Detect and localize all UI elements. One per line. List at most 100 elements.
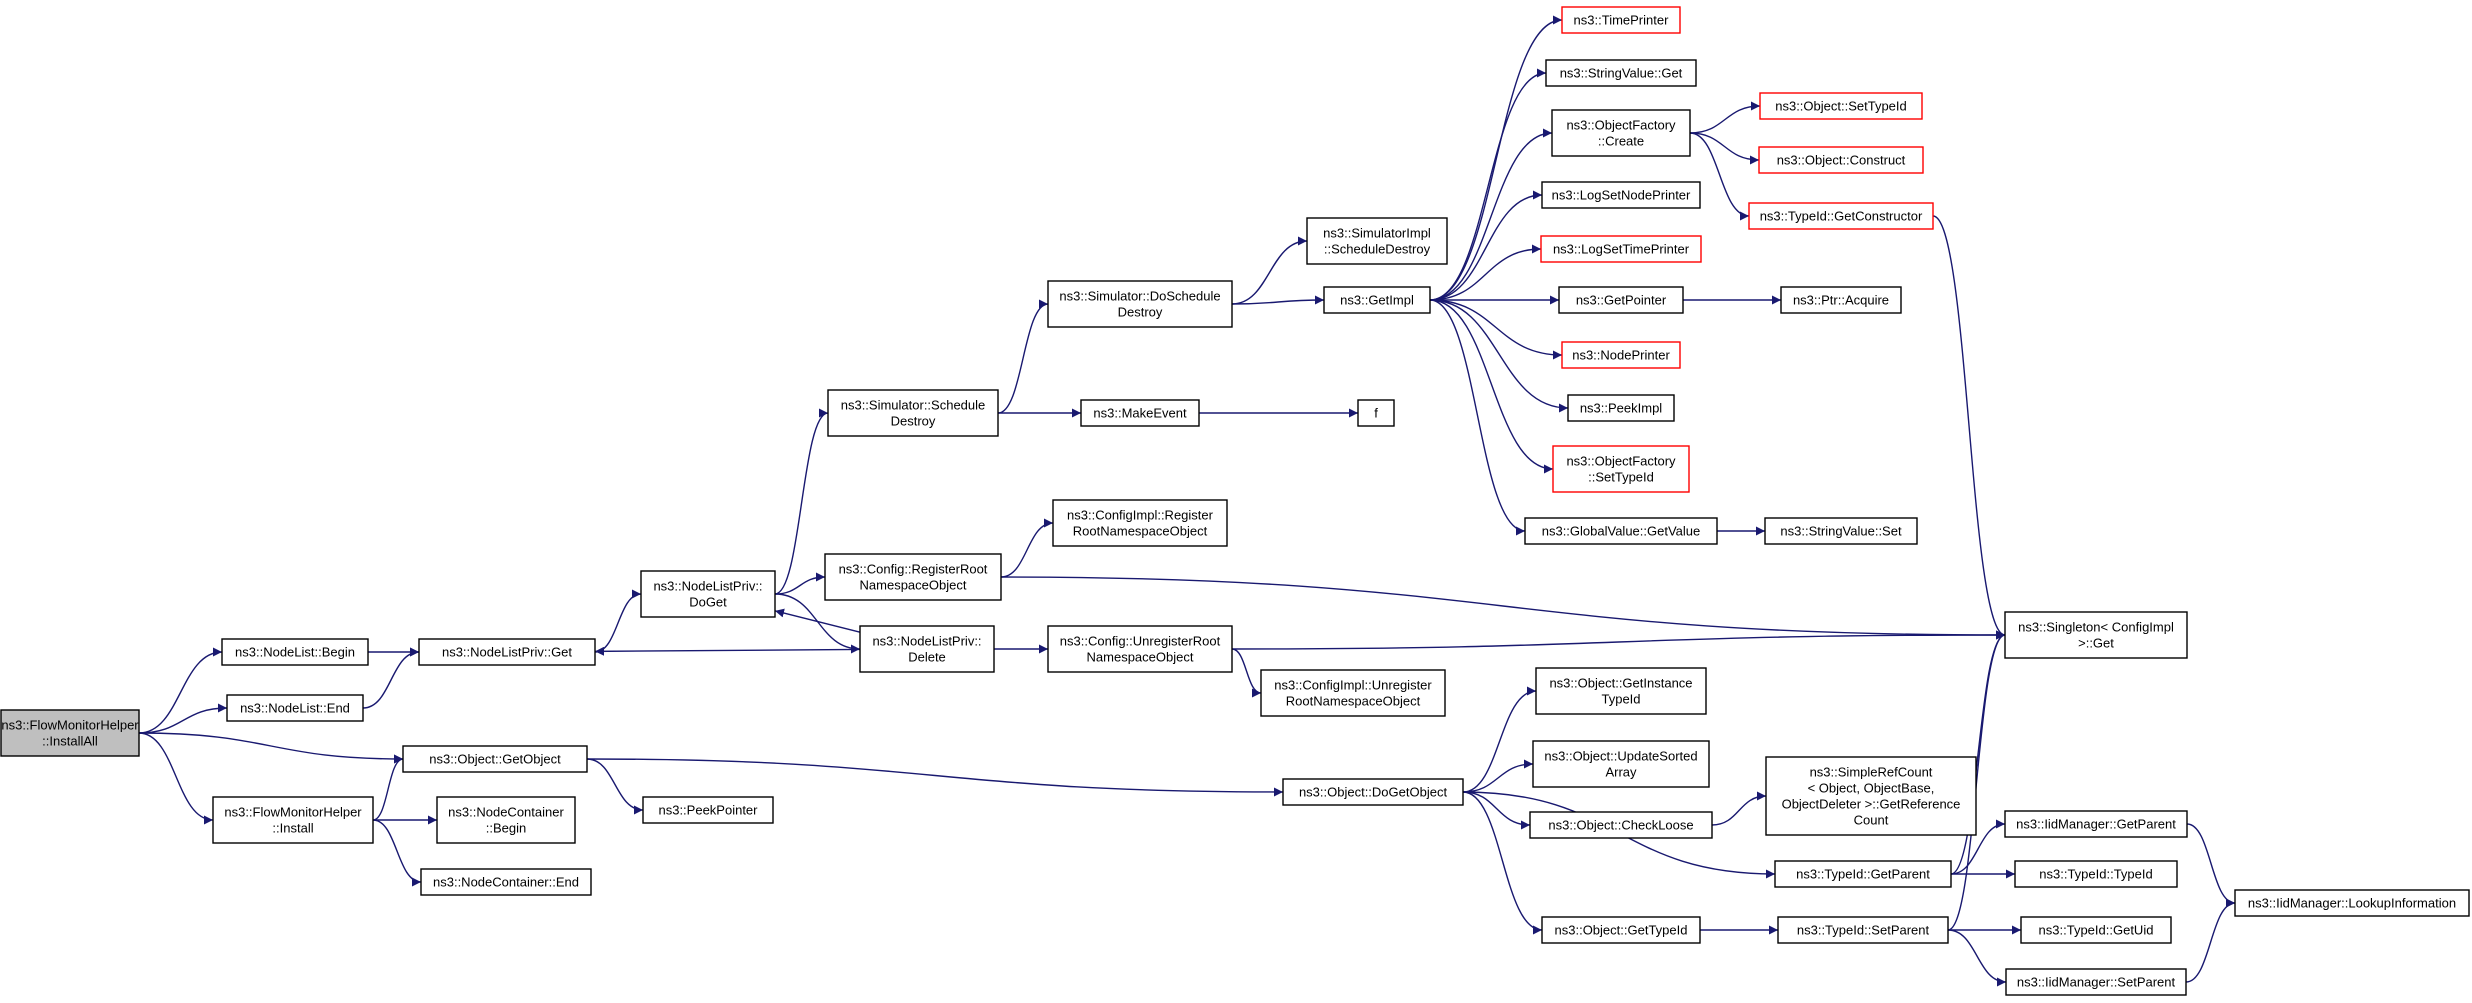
node-nodeprinter[interactable]: ns3::NodePrinter bbox=[1561, 341, 1681, 369]
node-label: ns3::ObjectFactory bbox=[1566, 454, 1676, 469]
node-box bbox=[2005, 968, 2187, 996]
node-label: ns3::SimpleRefCount bbox=[1810, 765, 1933, 780]
node-box bbox=[1535, 667, 1707, 715]
node-box bbox=[1540, 235, 1702, 263]
node-nodelistpriv-doget[interactable]: ns3::NodeListPriv::DoGet bbox=[640, 570, 776, 618]
node-label: ns3::NodePrinter bbox=[1572, 348, 1670, 363]
node-box bbox=[1558, 286, 1684, 314]
node-box bbox=[1047, 625, 1233, 673]
edge-iidmanager-getparent-to-iidmanager-lookupinformation bbox=[2186, 823, 2236, 908]
node-box bbox=[2020, 916, 2172, 944]
node-box bbox=[1541, 916, 1701, 944]
node-box bbox=[1774, 860, 1952, 888]
edge-typeid-setparent-to-iidmanager-setparent bbox=[1947, 929, 2007, 987]
node-makeevent[interactable]: ns3::MakeEvent bbox=[1080, 399, 1200, 427]
node-label: ns3::IidManager::GetParent bbox=[2016, 817, 2176, 832]
node-label: ns3::Simulator::Schedule bbox=[841, 398, 986, 413]
edge-nodelistpriv-delete-to-nodelistpriv-doget bbox=[774, 608, 861, 633]
node-typeid-getconstructor[interactable]: ns3::TypeId::GetConstructor bbox=[1748, 202, 1934, 230]
node-configimpl-unregisterrootnamespaceobject[interactable]: ns3::ConfigImpl::UnregisterRootNamespace… bbox=[1260, 669, 1446, 717]
node-peekimpl[interactable]: ns3::PeekImpl bbox=[1567, 394, 1675, 422]
node-peekpointer[interactable]: ns3::PeekPointer bbox=[642, 796, 774, 824]
node-flowmonitorhelper-install[interactable]: ns3::FlowMonitorHelper::Install bbox=[212, 796, 374, 844]
node-typeid-getuid[interactable]: ns3::TypeId::GetUid bbox=[2020, 916, 2172, 944]
node-label: ns3::FlowMonitorHelper bbox=[224, 805, 362, 820]
node-simulatorimpl-scheduledestroy[interactable]: ns3::SimulatorImpl::ScheduleDestroy bbox=[1306, 217, 1448, 265]
node-label: ns3::ConfigImpl::Register bbox=[1067, 508, 1214, 523]
edge-flowmonitorhelper-installall-to-object-getobject bbox=[138, 732, 404, 764]
node-label: ns3::NodeContainer bbox=[448, 805, 564, 820]
node-globalvalue-getvalue[interactable]: ns3::GlobalValue::GetValue bbox=[1524, 517, 1718, 545]
edge-object-dogetobject-to-object-updatesortedarray bbox=[1462, 759, 1534, 793]
node-singleton-configimpl-get[interactable]: ns3::Singleton< ConfigImpl>::Get bbox=[2004, 611, 2188, 659]
node-label: ns3::ConfigImpl::Unregister bbox=[1274, 678, 1432, 693]
node-nodelist-begin[interactable]: ns3::NodeList::Begin bbox=[221, 638, 369, 666]
node-getimpl[interactable]: ns3::GetImpl bbox=[1323, 286, 1431, 314]
node-stringvalue-get[interactable]: ns3::StringValue::Get bbox=[1545, 59, 1697, 87]
edge-getimpl-to-globalvalue-getvalue bbox=[1429, 299, 1526, 536]
node-label: ns3::PeekImpl bbox=[1580, 401, 1662, 416]
node-label: TypeId bbox=[1601, 692, 1640, 707]
node-layer: ns3::FlowMonitorHelper::InstallAllns3::N… bbox=[0, 6, 2470, 996]
node-object-gettypeid[interactable]: ns3::Object::GetTypeId bbox=[1541, 916, 1701, 944]
node-timeprinter[interactable]: ns3::TimePrinter bbox=[1561, 6, 1681, 34]
node-iidmanager-getparent[interactable]: ns3::IidManager::GetParent bbox=[2004, 810, 2188, 838]
node-getpointer[interactable]: ns3::GetPointer bbox=[1558, 286, 1684, 314]
edge-flowmonitorhelper-install-to-object-getobject bbox=[372, 754, 404, 821]
node-box bbox=[221, 638, 369, 666]
node-box bbox=[1551, 109, 1691, 157]
node-logsettimeprinter[interactable]: ns3::LogSetTimePrinter bbox=[1540, 235, 1702, 263]
node-object-getobject[interactable]: ns3::Object::GetObject bbox=[402, 745, 588, 773]
node-box bbox=[2004, 810, 2188, 838]
edge-getimpl-to-logsetnodeprinter bbox=[1429, 190, 1543, 301]
node-box bbox=[226, 694, 364, 722]
node-simplerefcount-getreferencecount[interactable]: ns3::SimpleRefCount< Object, ObjectBase,… bbox=[1765, 756, 1977, 836]
node-object-checkloose[interactable]: ns3::Object::CheckLoose bbox=[1529, 811, 1713, 839]
node-box bbox=[436, 796, 576, 844]
node-box bbox=[1780, 286, 1902, 314]
node-box bbox=[418, 638, 596, 666]
node-nodelistpriv-get[interactable]: ns3::NodeListPriv::Get bbox=[418, 638, 596, 666]
node-flowmonitorhelper-installall[interactable]: ns3::FlowMonitorHelper::InstallAll bbox=[0, 709, 140, 757]
node-label: Delete bbox=[908, 650, 946, 665]
node-stringvalue-set[interactable]: ns3::StringValue::Set bbox=[1764, 517, 1918, 545]
edge-getimpl-to-objectfactory-settypeid bbox=[1429, 299, 1554, 474]
node-box bbox=[1758, 146, 1924, 174]
node-label: NamespaceObject bbox=[860, 578, 967, 593]
node-logsetnodeprinter[interactable]: ns3::LogSetNodePrinter bbox=[1541, 181, 1701, 209]
node-config-unregisterrootnamespaceobject[interactable]: ns3::Config::UnregisterRootNamespaceObje… bbox=[1047, 625, 1233, 673]
node-typeid-setparent[interactable]: ns3::TypeId::SetParent bbox=[1777, 916, 1949, 944]
node-label: ns3::NodeList::End bbox=[240, 701, 350, 716]
node-label: f bbox=[1374, 406, 1378, 421]
node-objectfactory-settypeid[interactable]: ns3::ObjectFactory::SetTypeId bbox=[1552, 445, 1690, 493]
node-f[interactable]: f bbox=[1357, 399, 1395, 427]
node-object-construct[interactable]: ns3::Object::Construct bbox=[1758, 146, 1924, 174]
node-label: ns3::NodeList::Begin bbox=[235, 645, 355, 660]
node-configimpl-registerrootnamespaceobject[interactable]: ns3::ConfigImpl::RegisterRootNamespaceOb… bbox=[1052, 499, 1228, 547]
node-object-settypeid[interactable]: ns3::Object::SetTypeId bbox=[1759, 92, 1923, 120]
node-box bbox=[824, 553, 1002, 601]
node-nodecontainer-end[interactable]: ns3::NodeContainer::End bbox=[420, 868, 592, 896]
node-ptr-acquire[interactable]: ns3::Ptr::Acquire bbox=[1780, 286, 1902, 314]
node-label: ns3::StringValue::Get bbox=[1560, 66, 1683, 81]
node-nodelistpriv-delete[interactable]: ns3::NodeListPriv::Delete bbox=[859, 625, 995, 673]
node-object-dogetobject[interactable]: ns3::Object::DoGetObject bbox=[1282, 778, 1464, 806]
node-box bbox=[1567, 394, 1675, 422]
node-iidmanager-lookupinformation[interactable]: ns3::IidManager::LookupInformation bbox=[2234, 889, 2470, 917]
node-nodelist-end[interactable]: ns3::NodeList::End bbox=[226, 694, 364, 722]
node-typeid-typeid[interactable]: ns3::TypeId::TypeId bbox=[2014, 860, 2178, 888]
node-iidmanager-setparent[interactable]: ns3::IidManager::SetParent bbox=[2005, 968, 2187, 996]
node-label: Array bbox=[1605, 765, 1637, 780]
node-simulator-scheduledestroy[interactable]: ns3::Simulator::ScheduleDestroy bbox=[827, 389, 999, 437]
node-nodecontainer-begin[interactable]: ns3::NodeContainer::Begin bbox=[436, 796, 576, 844]
edge-getimpl-to-logsettimeprinter bbox=[1429, 244, 1542, 301]
edge-config-unregisterrootnamespaceobject-to-singleton-configimpl-get bbox=[1231, 630, 2006, 650]
node-label: ns3::Object::UpdateSorted bbox=[1544, 749, 1697, 764]
node-objectfactory-create[interactable]: ns3::ObjectFactory::Create bbox=[1551, 109, 1691, 157]
node-label: ::InstallAll bbox=[42, 734, 98, 749]
node-typeid-getparent[interactable]: ns3::TypeId::GetParent bbox=[1774, 860, 1952, 888]
